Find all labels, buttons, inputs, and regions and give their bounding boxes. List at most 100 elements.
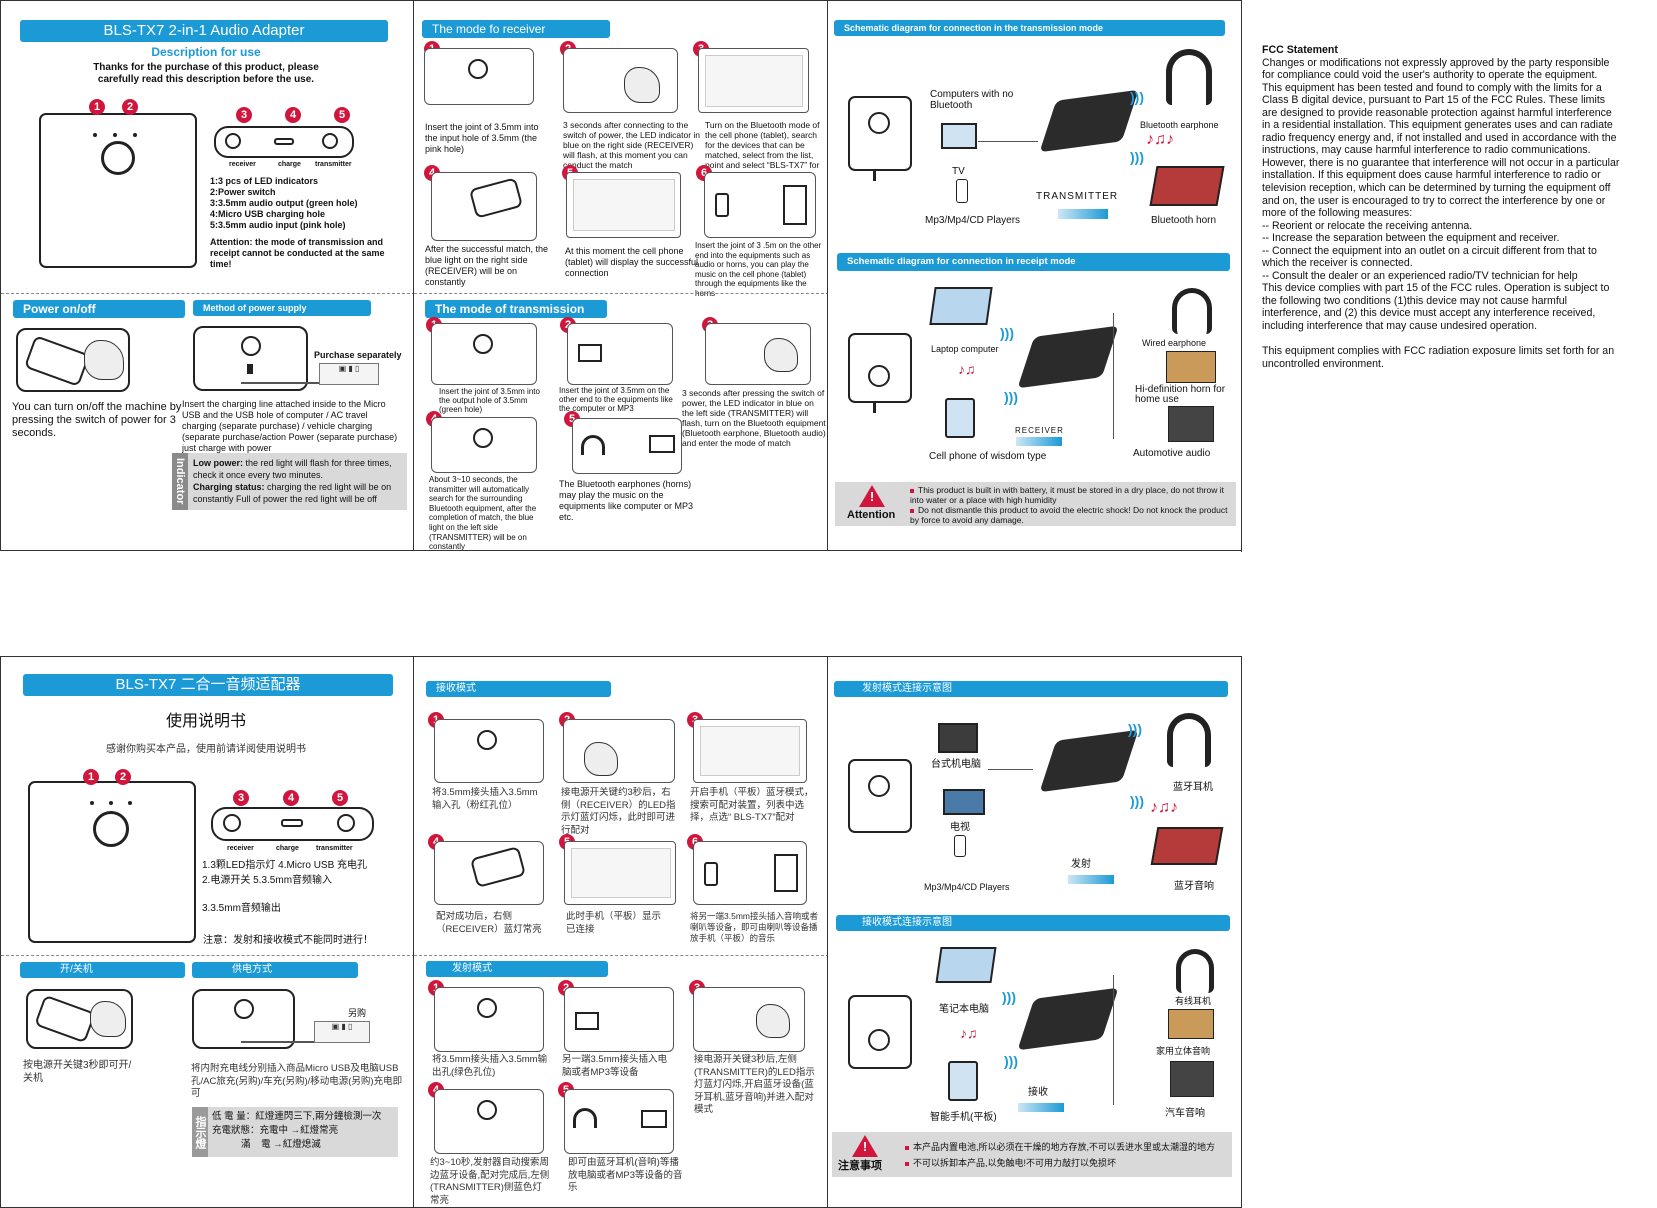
hand-icon <box>90 1001 126 1037</box>
monitor-icon <box>938 723 978 753</box>
legend-item: 1:3 pcs of LED indicators <box>210 176 319 186</box>
mp3-player-icon <box>956 179 968 203</box>
recv-step4-image <box>431 172 537 241</box>
recv-step6-image <box>693 841 807 905</box>
en-power-text: You can turn on/off the machine by press… <box>12 401 182 439</box>
power-button-icon <box>868 365 890 387</box>
trans-step5-text: The Bluetooth earphones (horns) may play… <box>559 479 694 522</box>
audio-in-port-icon <box>337 814 355 832</box>
dashed-divider <box>414 293 827 294</box>
rx-label-wired: Wired earphone <box>1142 338 1207 348</box>
trans-step1-text: 将3.5mm接头插入3.5mm输出孔(绿色孔位) <box>432 1054 548 1078</box>
recv-step1-image <box>424 48 534 105</box>
trans-step5-text: 即可由蓝牙耳机(音响)等播放电脑或者MP3等设备的音乐 <box>568 1157 683 1193</box>
usb-port-icon <box>274 138 294 145</box>
bluetooth-wave-icon: ))) <box>1002 989 1016 1005</box>
fcc-statement: FCC Statement Changes or modifications n… <box>1262 44 1622 370</box>
audio-out-port-icon <box>223 814 241 832</box>
cn-manual-title: 使用说明书 <box>165 713 246 730</box>
tx-label-bt-horn: 蓝牙音响 <box>1174 881 1214 892</box>
cn-legend-a: 1.3颗LED指示灯 4.Micro USB 充电孔 <box>202 860 368 871</box>
charging-illustration <box>193 326 308 391</box>
headphones-icon <box>1167 713 1211 767</box>
recv-step4-text: 配对成功后，右侧（RECEIVER）蓝灯常亮 <box>436 911 542 935</box>
device-icon <box>469 846 527 888</box>
arrow-icon <box>1018 1103 1064 1112</box>
en-desc-heading: Description for use <box>151 45 261 59</box>
usb-cable-icon <box>247 364 253 374</box>
tx-label-bt-earphone: 蓝牙耳机 <box>1173 782 1213 793</box>
recv-step2-image <box>563 719 675 783</box>
en-supply-text: Insert the charging line attached inside… <box>182 399 398 453</box>
cn-attention-text: 本产品内置电池,所以必须在干燥的地方存放,不可以丢进水里或太潮湿的地方 不可以拆… <box>905 1139 1227 1171</box>
en-schematic-panel: Schematic diagram for connection in the … <box>827 0 1242 551</box>
fcc-heading: FCC Statement <box>1262 44 1338 56</box>
cn-intro-panel: BLS-TX7 二合一音频适配器 使用说明书 感谢你购买本产品，使用前请详阅使用… <box>0 656 414 1208</box>
tablet-icon <box>948 1061 978 1101</box>
headphones-icon <box>573 1108 597 1128</box>
attention-line: Do not dismantle this product to avoid t… <box>910 505 1228 525</box>
charging-label: Charging status: <box>193 482 265 492</box>
trans-step3-image <box>705 323 811 385</box>
power-button-icon <box>468 59 488 79</box>
tx-label-bt-horn: Bluetooth horn <box>1151 215 1217 226</box>
trans-step1-image <box>431 323 537 385</box>
monitor-icon: ▣ <box>331 1022 340 1031</box>
phone-list <box>573 179 675 231</box>
tx-label-mp3: Mp3/Mp4/CD Players <box>924 882 1010 892</box>
monitor-icon <box>578 344 602 362</box>
en-intro-panel: BLS-TX7 2-in-1 Audio Adapter Description… <box>0 0 414 551</box>
badge-3: 3 <box>236 107 252 123</box>
recv-step2-text: 3 seconds after connecting to the switch… <box>563 120 701 170</box>
cable-line <box>988 769 1033 770</box>
cn-schem-rx-bar: 接收模式连接示意图 <box>836 915 1230 931</box>
bluetooth-wave-icon: ))) <box>1130 793 1144 809</box>
arrow-icon <box>1058 209 1108 219</box>
rx-label-wired: 有线耳机 <box>1175 996 1212 1006</box>
cn-power-text: 按电源开关键3秒即可开/关机 <box>23 1060 132 1084</box>
cn-supply-text: 将内附充电线分别插入商品Micro USB及电脑USB孔/AC旅充(另购)/车充… <box>191 1063 403 1099</box>
speaker-icon <box>1150 827 1224 865</box>
recv-step4-image <box>434 841 544 905</box>
music-notes-icon: ♪♫ <box>958 361 976 377</box>
charging-text: charging the red light will be on consta… <box>193 482 392 504</box>
arrow-icon <box>1016 437 1062 446</box>
en-attention-text: This product is built in with battery, i… <box>910 485 1232 525</box>
trans-step2-image <box>564 987 674 1052</box>
led-dot <box>128 801 132 805</box>
trans-step1-text: Insert the joint of 3.5mm into the outpu… <box>439 387 540 414</box>
cn-schematic-panel: 发射模式连接示意图 台式机电脑 电视 Mp3/Mp4/CD Players ))… <box>827 656 1242 1208</box>
attention-line: This product is built in with battery, i… <box>910 485 1224 505</box>
hifi-speaker-icon <box>1166 351 1216 383</box>
trans-step1-image <box>434 987 544 1052</box>
en-modes-panel: The mode fo receiver 1 Insert the joint … <box>413 0 828 551</box>
warning-mark: ! <box>869 489 875 504</box>
phone-icon <box>715 193 729 217</box>
device-icon <box>23 335 91 387</box>
warning-icon <box>852 1135 878 1157</box>
tx-label-computers: 台式机电脑 <box>931 759 981 770</box>
rx-label-hifi: Hi-definition horn for home use <box>1135 384 1226 405</box>
indicator-line: 充電狀態：充電中 →紅燈常亮 <box>212 1125 339 1136</box>
rx-label-auto: Automotive audio <box>1133 448 1211 459</box>
fcc-para3: This device complies with part 15 of the… <box>1262 282 1610 333</box>
bluetooth-wave-icon: ))) <box>1004 1053 1018 1069</box>
badge-1: 1 <box>89 99 105 115</box>
cn-legend-c: 3.3.5mm音频输出 <box>202 903 281 914</box>
power-button-icon <box>868 112 890 134</box>
recv-step6-text: Insert the joint of 3 .5m on the other e… <box>695 241 822 298</box>
port-label-receiver: receiver <box>227 845 254 852</box>
led-dot <box>109 801 113 805</box>
headphones-icon <box>1172 288 1212 334</box>
hand-icon <box>584 742 618 776</box>
charger-icons: ▣ ▮ ▯ <box>314 1021 370 1043</box>
cn-attention-word: 注意事项 <box>838 1160 882 1172</box>
cn-supply-bar: 供电方式 <box>192 962 358 978</box>
attention-line: 本产品内置电池,所以必须在干燥的地方存放,不可以丢进水里或太潮湿的地方 <box>913 1142 1216 1152</box>
device-front-illustration <box>848 96 912 171</box>
tablet-icon <box>945 398 975 438</box>
recv-step3-phone-screen <box>693 719 807 783</box>
tx-label-computers: Computers with no Bluetooth <box>930 89 1014 111</box>
device-icon <box>468 177 524 219</box>
dashed-divider <box>1 293 413 294</box>
